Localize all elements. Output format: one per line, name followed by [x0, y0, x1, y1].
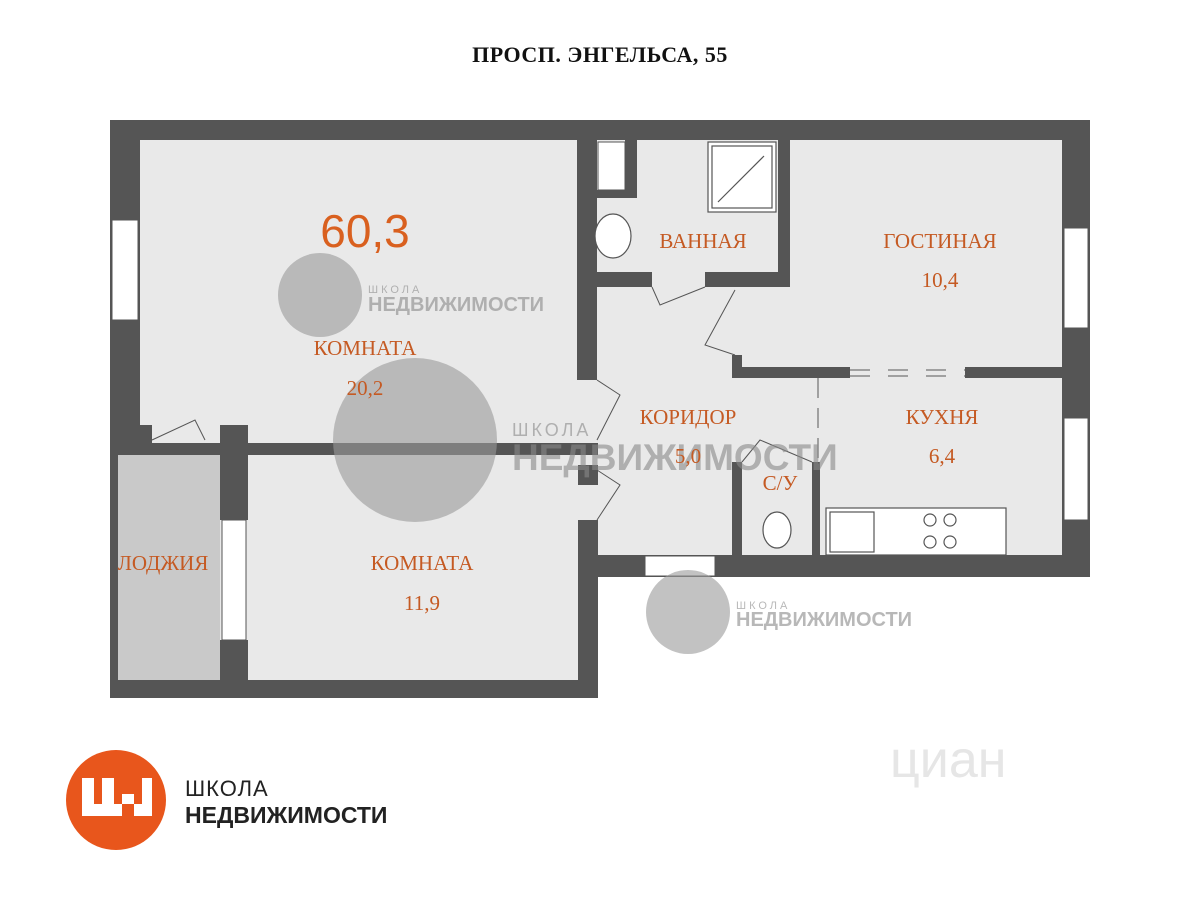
passages: [817, 369, 965, 462]
kitchen-area: 6,4: [929, 444, 956, 468]
living-area: 10,4: [922, 268, 959, 292]
room1-name: КОМНАТА: [314, 336, 418, 360]
kitchen-counter-icon: [825, 507, 1007, 556]
washbasin-icon: [594, 213, 632, 259]
plan-title: ПРОСП. ЭНГЕЛЬСА, 55: [472, 42, 728, 67]
svg-text:НЕДВИЖИМОСТИ: НЕДВИЖИМОСТИ: [736, 609, 912, 631]
toilet-icon: [762, 511, 792, 549]
doors: [151, 286, 813, 521]
total-area: 60,3: [320, 205, 410, 257]
room1-area: 20,2: [347, 376, 384, 400]
watermark: ШКОЛА НЕДВИЖИМОСТИ ШКОЛА НЕДВИЖИМОСТИ ШК…: [278, 253, 912, 654]
room2-name: КОМНАТА: [371, 551, 475, 575]
loggia-name: ЛОДЖИЯ: [118, 551, 209, 575]
windows: [111, 141, 1089, 641]
wc-name: С/У: [763, 471, 798, 495]
bath-name: ВАННАЯ: [659, 229, 746, 253]
cian-watermark: циан: [890, 731, 1007, 789]
corridor-name: КОРИДОР: [640, 405, 737, 429]
loggia-floor: [118, 455, 220, 688]
kitchen-name: КУХНЯ: [906, 405, 979, 429]
living-name: ГОСТИНАЯ: [883, 229, 996, 253]
logo-line2: НЕДВИЖИМОСТИ: [185, 802, 388, 828]
logo-line1: ШКОЛА: [185, 776, 269, 801]
svg-text:НЕДВИЖИМОСТИ: НЕДВИЖИМОСТИ: [512, 437, 838, 478]
room2-area: 11,9: [404, 591, 440, 615]
corridor-area: 5,0: [675, 444, 701, 468]
svg-text:ШКОЛА: ШКОЛА: [368, 284, 422, 296]
svg-text:НЕДВИЖИМОСТИ: НЕДВИЖИМОСТИ: [368, 294, 544, 316]
logo-icon: [66, 750, 166, 850]
svg-text:ШКОЛА: ШКОЛА: [736, 600, 790, 612]
svg-text:ШКОЛА: ШКОЛА: [512, 420, 591, 440]
shower-icon: [707, 141, 777, 213]
